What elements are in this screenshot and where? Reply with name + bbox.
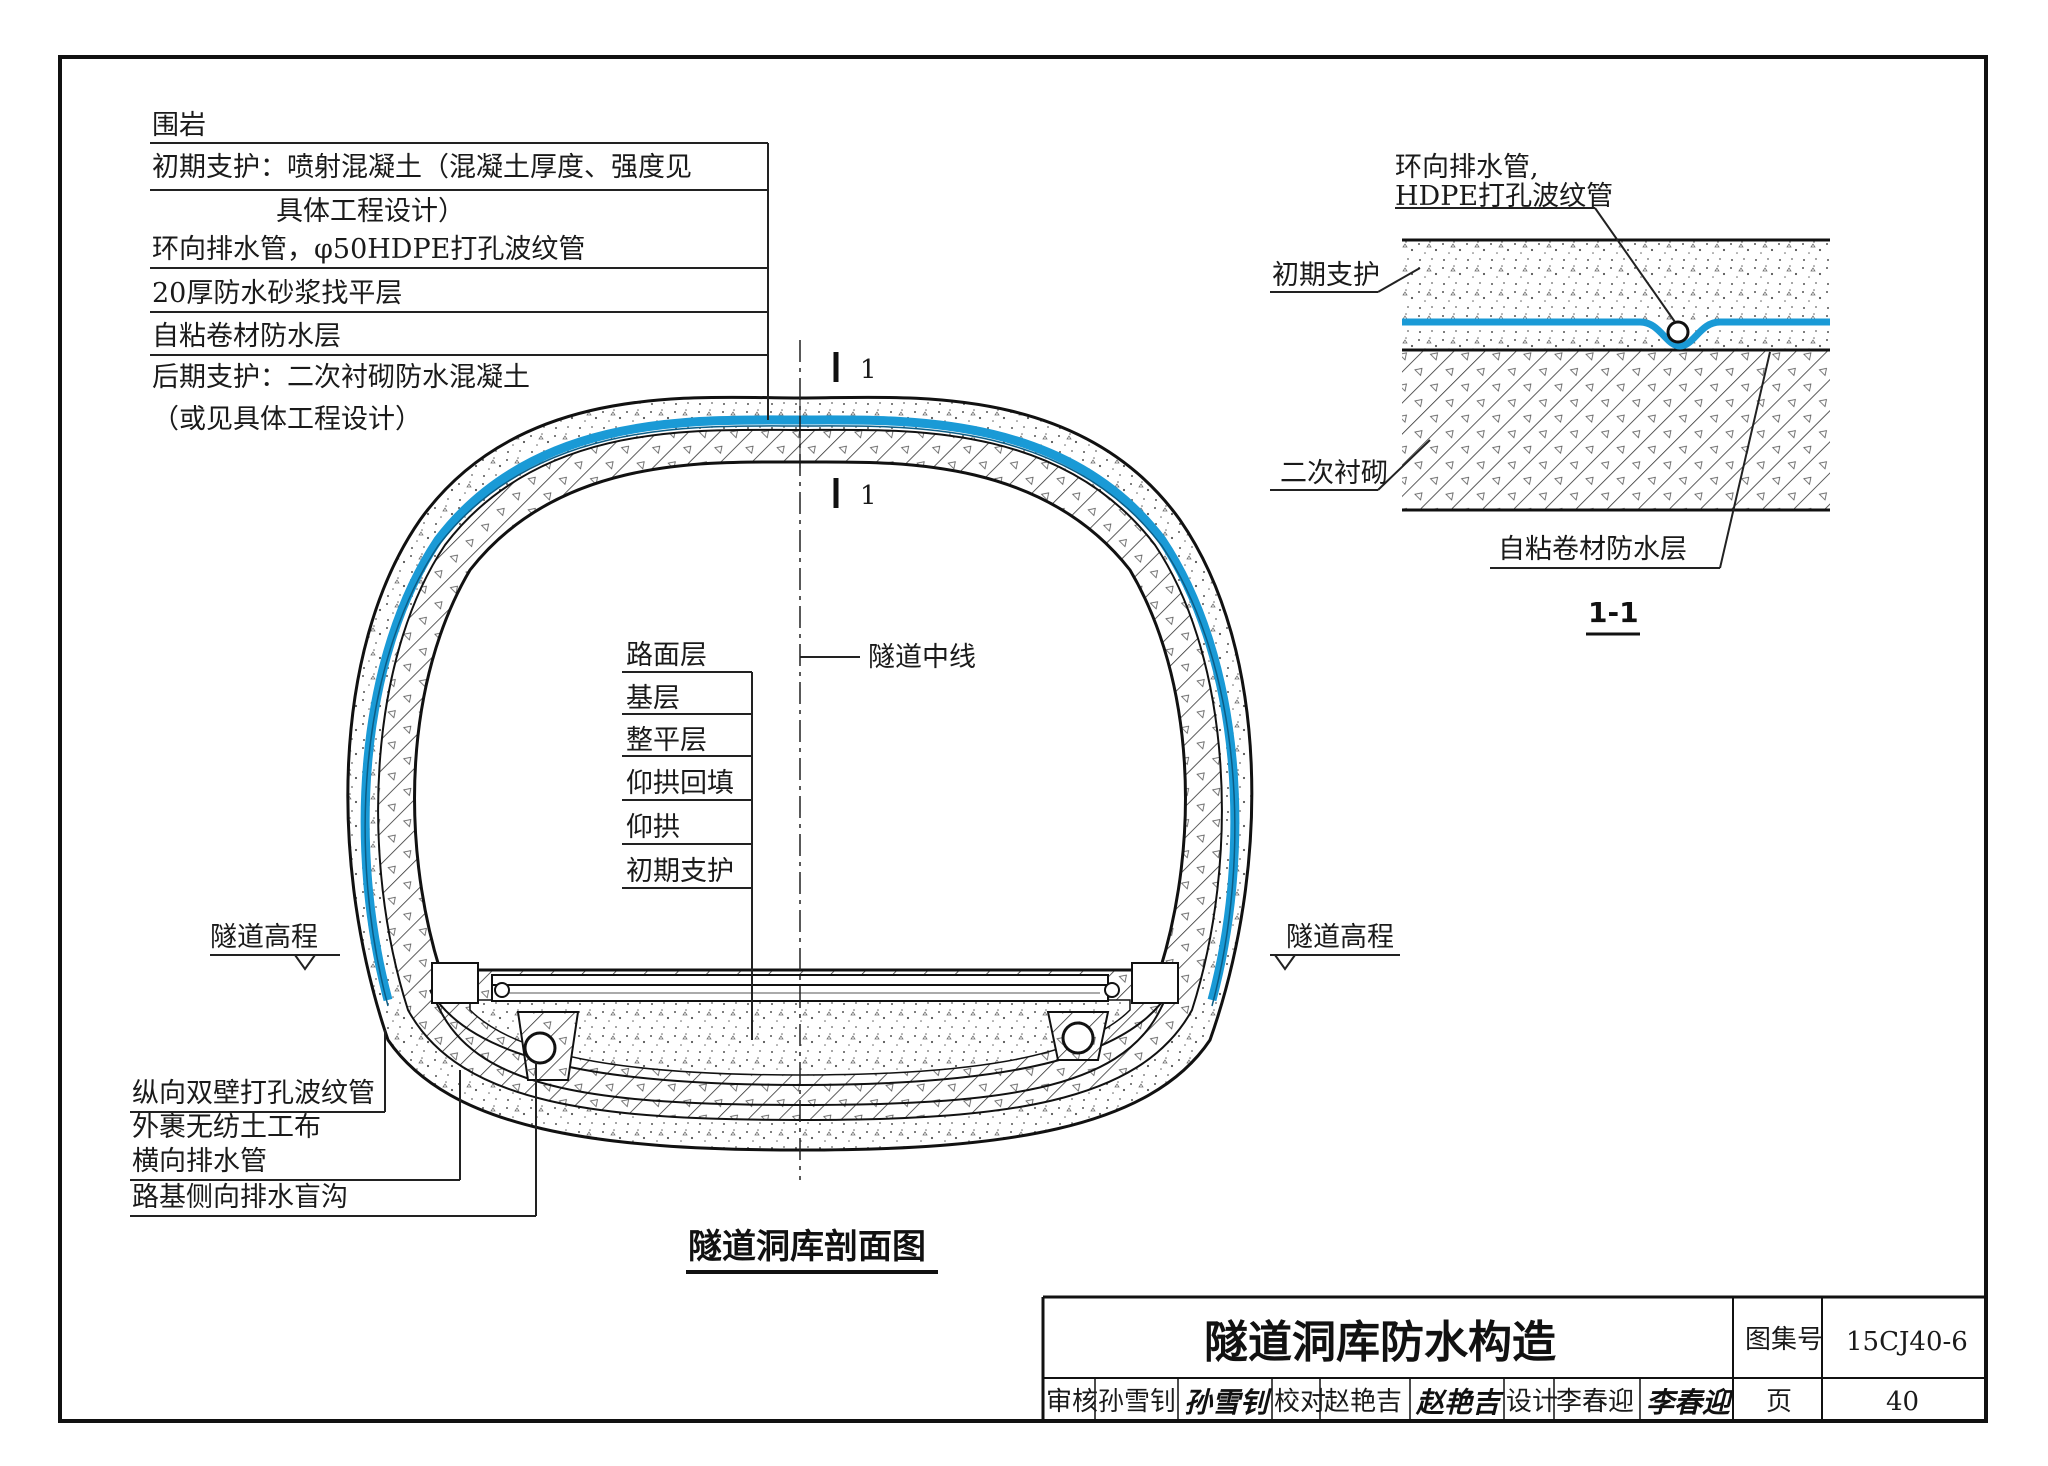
atlas-number: 15CJ40-6 (1846, 1327, 1968, 1357)
designer-signature: 李春迎 (1646, 1386, 1734, 1419)
detail-initial-support-label: 初期支护 (1272, 260, 1380, 291)
detail-membrane-label: 自粘卷材防水层 (1498, 534, 1687, 565)
design-label: 设计 (1506, 1387, 1558, 1417)
sheet-frame (58, 55, 1988, 1423)
floor-callouts: 路面层 基层 整平层 仰拱回填 仰拱 初期支护 (622, 640, 753, 1040)
checker-name: 赵艳吉 (1324, 1387, 1402, 1417)
drain-callouts: 纵向双壁打孔波纹管 外裹无纺土工布 横向排水管 路基侧向排水盲沟 (130, 1030, 537, 1217)
lining-callouts: 围岩 初期支护：喷射混凝土（混凝土厚度、强度见 具体工程设计） 环向排水管，φ5… (150, 110, 769, 435)
floor-callout-initial-support: 初期支护 (626, 856, 734, 887)
side-ditch-left (431, 962, 479, 1004)
drain-callout-blind-ditch: 路基侧向排水盲沟 (132, 1182, 348, 1213)
reviewer-signature: 孙雪钊 (1184, 1386, 1272, 1419)
floor-callout-invert-fill: 仰拱回填 (626, 768, 734, 799)
floor-callout-invert: 仰拱 (626, 812, 680, 843)
tunnel-section: 1 1 (346, 340, 1254, 1180)
callout-circumferential-drain: 环向排水管，φ50HDPE打孔波纹管 (152, 234, 585, 265)
callout-membrane: 自粘卷材防水层 (152, 321, 341, 352)
floor-callout-leveling: 整平层 (626, 725, 707, 756)
atlas-label: 图集号 (1745, 1325, 1823, 1355)
detail-1-1: 环向排水管, HDPE打孔波纹管 初期支护 二次衬砌 自粘卷材防水层 1-1 (1270, 152, 1830, 636)
detail-pipe-label-2: HDPE打孔波纹管 (1395, 181, 1613, 212)
longitudinal-pipe-right (1061, 1021, 1095, 1055)
callout-mortar-layer: 20厚防水砂浆找平层 (152, 278, 402, 309)
detail-membrane (1402, 318, 1830, 350)
detail-pipe-label-1: 环向排水管, (1395, 152, 1539, 183)
drain-callout-geotextile: 外裹无纺土工布 (132, 1112, 321, 1143)
floor-callout-pavement: 路面层 (626, 640, 707, 671)
elevation-right-label: 隧道高程 (1286, 922, 1394, 953)
drain-callout-transverse-pipe: 横向排水管 (132, 1146, 267, 1177)
designer-name: 李春迎 (1556, 1387, 1634, 1417)
review-label: 审核 (1046, 1387, 1098, 1417)
transverse-pipe-left (494, 982, 510, 998)
title-block: 隧道洞库防水构造 图集号 15CJ40-6 审核 孙雪钊 孙雪钊 校对 赵艳吉 … (1041, 1295, 1986, 1421)
sheet-title: 隧道洞库防水构造 (1204, 1317, 1556, 1368)
callout-surrounding-rock: 围岩 (152, 110, 206, 141)
floor-callout-base: 基层 (626, 683, 680, 714)
elevation-left-label: 隧道高程 (210, 922, 318, 953)
elevation-left: 隧道高程 (210, 922, 340, 971)
centerline-label: 隧道中线 (868, 642, 976, 673)
checker-signature: 赵艳吉 (1415, 1386, 1504, 1419)
section-marker-top: 1 (860, 355, 877, 385)
side-ditch-right (1131, 962, 1179, 1004)
reviewer-name: 孙雪钊 (1098, 1387, 1176, 1417)
callout-secondary-lining-cont: （或见具体工程设计） (152, 404, 422, 435)
callout-secondary-lining: 后期支护：二次衬砌防水混凝土 (152, 362, 530, 393)
detail-initial-support (1402, 240, 1830, 320)
longitudinal-pipe-left (523, 1031, 557, 1065)
page-number: 40 (1886, 1387, 1919, 1417)
main-section-title: 隧道洞库剖面图 (688, 1227, 926, 1267)
detail-secondary-lining (1402, 350, 1830, 510)
elevation-right: 隧道高程 (1270, 922, 1400, 971)
section-marker-bottom: 1 (860, 481, 877, 511)
detail-title: 1-1 (1588, 596, 1639, 629)
callout-initial-support: 初期支护：喷射混凝土（混凝土厚度、强度见 (152, 152, 692, 183)
invert-lining (429, 989, 1171, 1107)
detail-secondary-lining-label: 二次衬砌 (1280, 458, 1388, 489)
page-label: 页 (1766, 1387, 1792, 1417)
callout-initial-support-cont: 具体工程设计） (276, 196, 465, 227)
transverse-pipe-right (1104, 982, 1120, 998)
check-label: 校对 (1274, 1387, 1326, 1417)
drain-callout-longitudinal-pipe: 纵向双壁打孔波纹管 (132, 1078, 375, 1109)
detail-drain-pipe (1666, 320, 1690, 344)
